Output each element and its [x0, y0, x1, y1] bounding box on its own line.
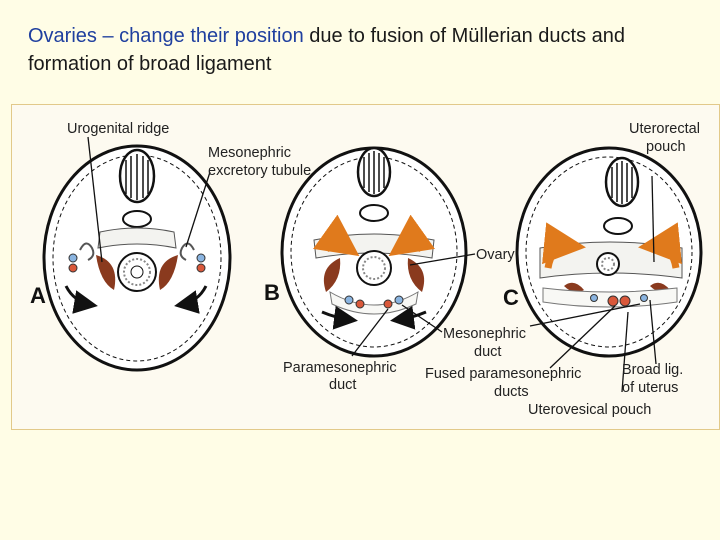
panel-c-section: [515, 146, 703, 358]
label-urogenital-ridge: Urogenital ridge: [67, 121, 169, 137]
label-uterovesical-pouch: Uterovesical pouch: [528, 402, 651, 418]
panel-a-section: [42, 144, 232, 372]
label-paramesonephric-line1: Paramesonephric: [283, 360, 397, 376]
label-ovary: Ovary: [476, 247, 515, 263]
label-uterorectal-line1: Uterorectal: [629, 121, 700, 137]
label-mesonephric-tubule-line2: excretory tubule: [208, 163, 311, 179]
label-uterorectal-line2: pouch: [646, 139, 686, 155]
slide-title: Ovaries – change their position due to f…: [28, 22, 708, 78]
panel-c-letter: C: [503, 285, 519, 310]
title-highlight: Ovaries – change their position: [28, 25, 304, 47]
label-broad-lig-line2: of uterus: [622, 380, 678, 396]
label-mesonephric-duct-line2: duct: [474, 344, 501, 360]
panel-b-letter: B: [264, 280, 280, 305]
label-fused-line2: ducts: [494, 384, 529, 400]
label-fused-line1: Fused paramesonephric: [425, 366, 581, 382]
label-broad-lig-line1: Broad lig.: [622, 362, 683, 378]
title-rest: due to fusion of Müllerian ducts and for…: [28, 25, 626, 75]
panel-a-letter: A: [30, 283, 46, 308]
panel-b-section: [280, 146, 468, 358]
label-mesonephric-duct-line1: Mesonephric: [443, 326, 526, 342]
label-paramesonephric-line2: duct: [329, 377, 356, 393]
label-mesonephric-tubule-line1: Mesonephric: [208, 145, 291, 161]
